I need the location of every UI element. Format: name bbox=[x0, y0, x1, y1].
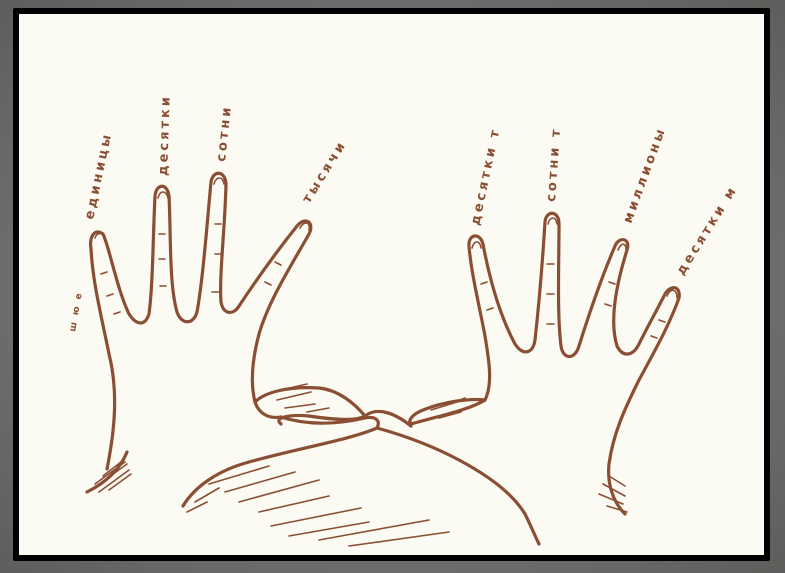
label-tens-millions: десятки м bbox=[674, 183, 741, 278]
label-thousands: тысячи bbox=[300, 138, 351, 206]
label-units: единицы bbox=[82, 131, 115, 221]
label-hundreds-thousands: сотни т bbox=[544, 126, 564, 202]
label-tens: десятки bbox=[156, 94, 174, 176]
label-millions: миллионы bbox=[621, 125, 670, 226]
label-left-side: ш ю е bbox=[68, 291, 85, 333]
right-middle-joints bbox=[547, 264, 554, 324]
left-ring-joints bbox=[159, 234, 166, 286]
left-hand-outline bbox=[91, 173, 311, 469]
left-middle-nail bbox=[214, 178, 224, 184]
label-hundreds: сотни bbox=[214, 104, 235, 163]
finger-counting-illustration: единицы десятки сотни тысячи ш ю е десят… bbox=[19, 14, 764, 555]
lower-shading-lines bbox=[187, 466, 449, 546]
lower-hand-right-curve bbox=[377, 428, 539, 544]
right-middle-nail bbox=[548, 218, 557, 224]
image-frame: единицы десятки сотни тысячи ш ю е десят… bbox=[13, 8, 770, 561]
right-hand-outline bbox=[411, 213, 679, 514]
left-ring-nail bbox=[158, 192, 168, 198]
lower-hands bbox=[183, 411, 539, 546]
right-hand bbox=[410, 213, 680, 514]
illustration-paper: единицы десятки сотни тысячи ш ю е десят… bbox=[19, 14, 764, 555]
right-ring-nail bbox=[618, 244, 626, 252]
label-tens-thousands: десятки т bbox=[468, 126, 503, 227]
right-index-nail bbox=[472, 242, 481, 248]
